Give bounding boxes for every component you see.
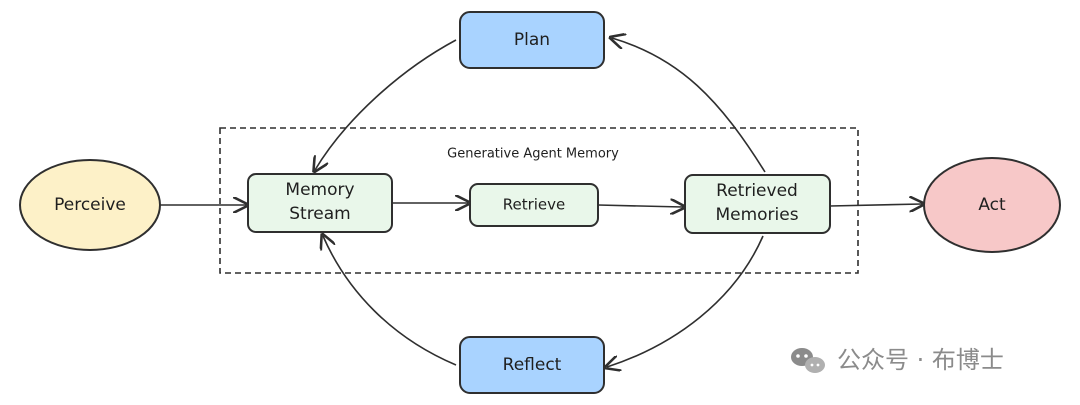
memory-stream-label-line2: Stream — [289, 204, 351, 224]
act-label: Act — [978, 195, 1006, 215]
retrieved-memories-label-line2: Memories — [715, 205, 798, 225]
generative-agent-memory-group — [219, 127, 859, 274]
reflect-label: Reflect — [503, 355, 562, 375]
plan-label: Plan — [514, 30, 550, 50]
watermark-text: 公众号 · 布博士 — [837, 346, 1004, 374]
plan-node — [459, 11, 605, 69]
retrieve-to-retrieved-memories-arrow — [597, 205, 683, 207]
retrieved-memories-to-reflect-arrow — [607, 235, 764, 367]
retrieved-memories-to-act-arrow — [829, 204, 922, 206]
plan-to-memory-stream-arrow — [315, 39, 457, 170]
retrieved-memories-label-line1: Retrieved — [716, 181, 798, 201]
retrieved-memories-to-plan-arrow — [612, 38, 766, 173]
perceive-label: Perceive — [54, 195, 126, 215]
memory-stream-label-line1: Memory — [285, 180, 354, 200]
wechat-icon — [791, 348, 825, 373]
group-label: Generative Agent Memory — [447, 147, 619, 162]
retrieve-label: Retrieve — [503, 196, 566, 214]
reflect-to-memory-stream-arrow — [323, 236, 457, 366]
